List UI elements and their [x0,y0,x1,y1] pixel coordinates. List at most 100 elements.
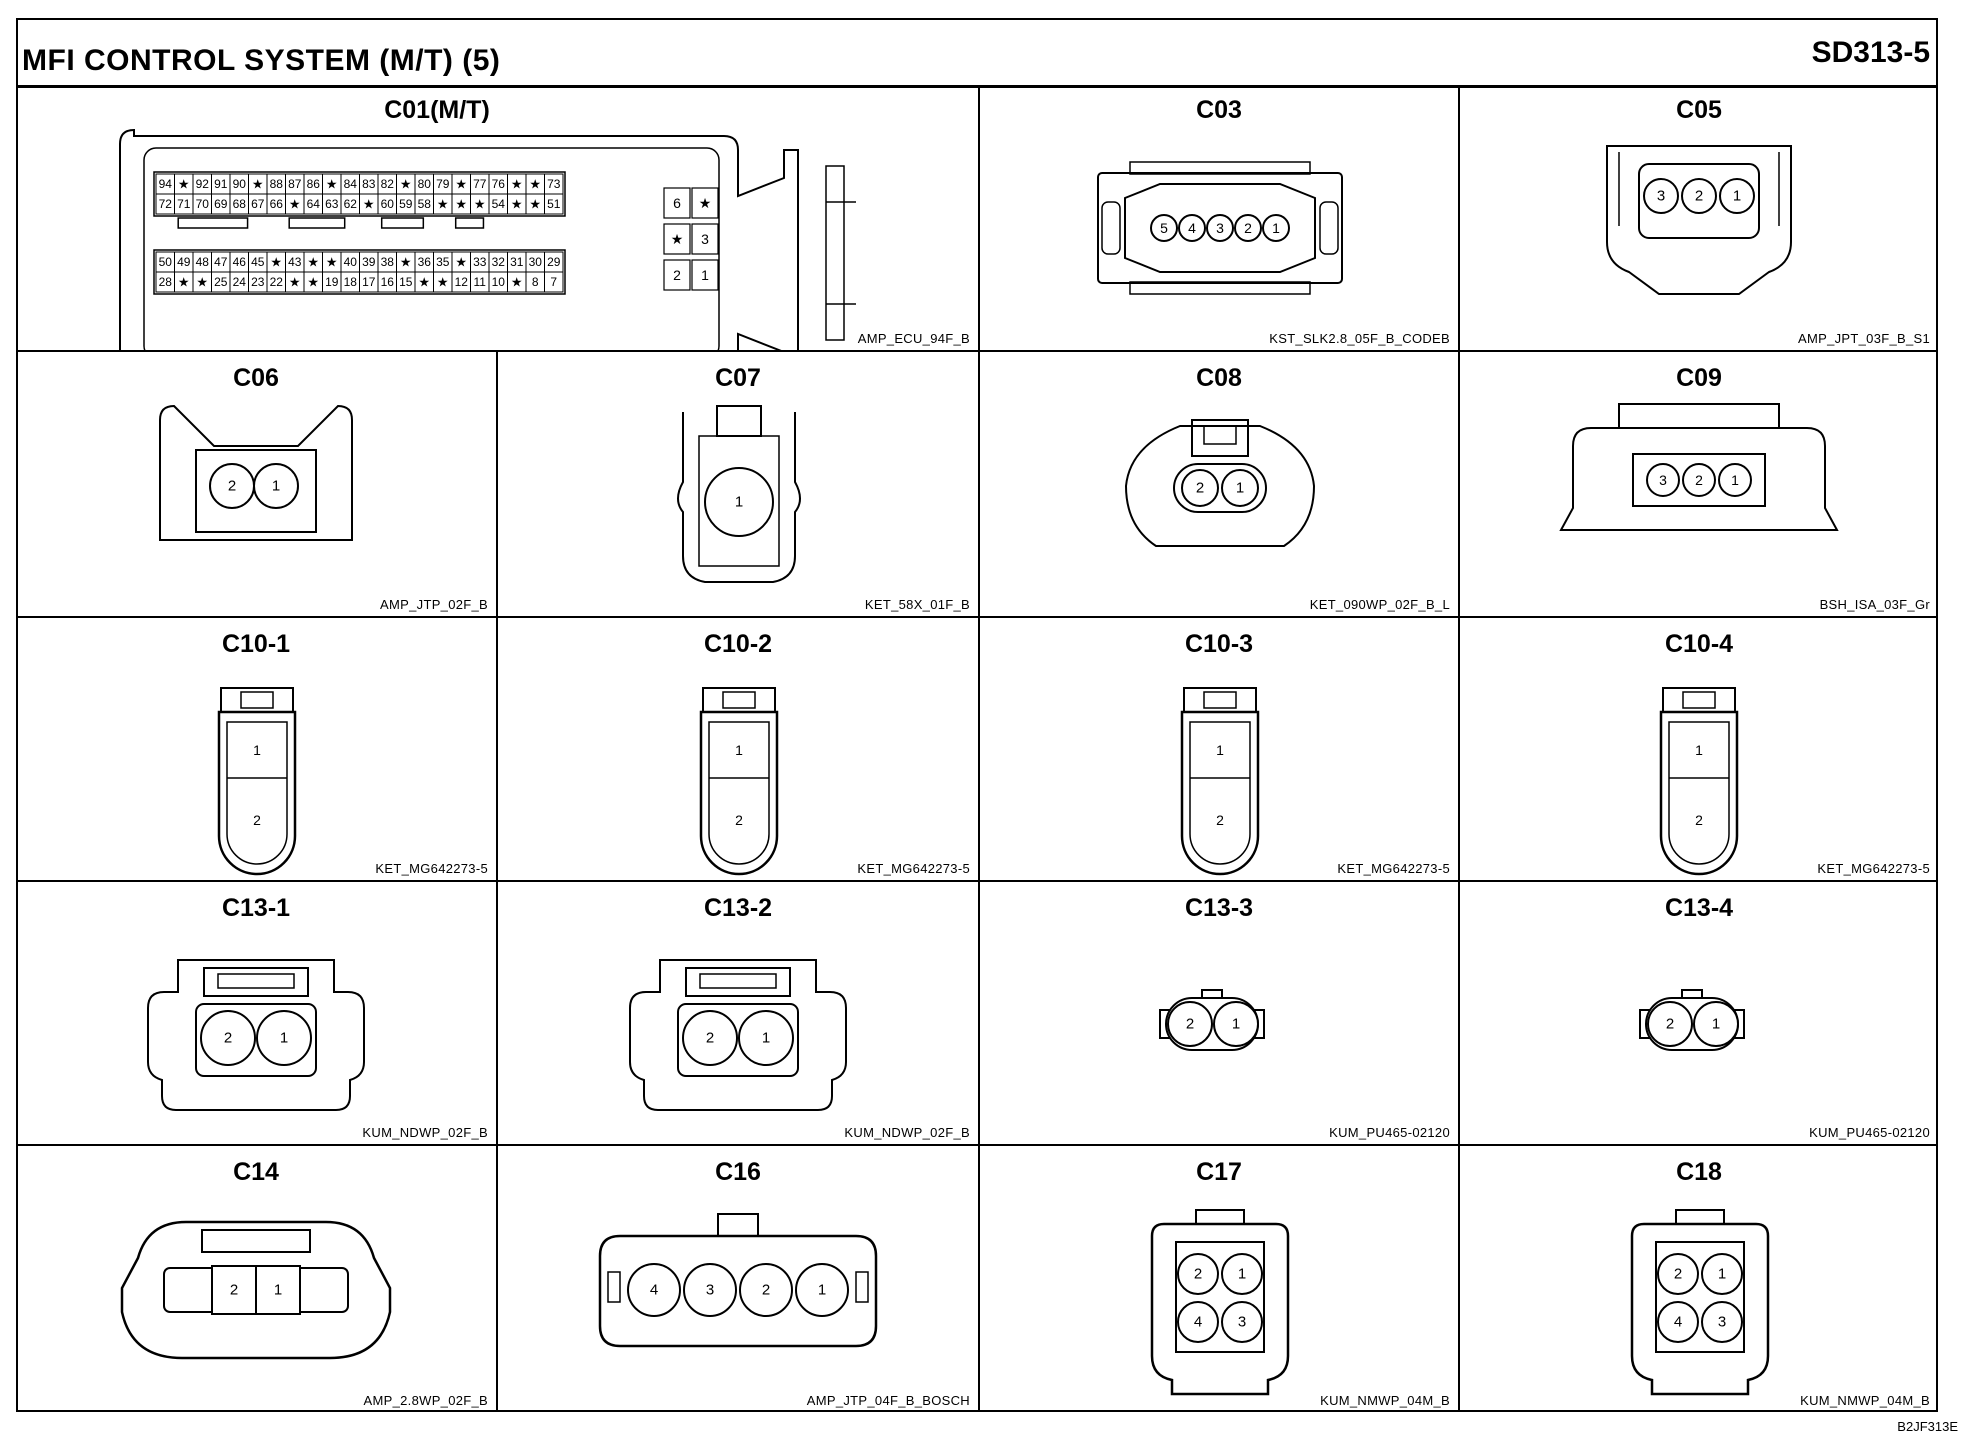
pin-block [153,171,566,217]
housing-rib [1129,281,1311,295]
pin-label: ★ [671,231,684,247]
connector-housing [159,404,353,541]
pin-label: 6 [673,195,681,211]
pin-cavity [1177,1253,1219,1295]
pin-label: 3 [701,231,709,247]
pin-label: 36 [418,255,432,269]
pin-label: ★ [270,255,282,270]
pin-label: 1 [1216,742,1224,758]
pin-label: 2 [1194,1266,1202,1283]
pin-cell [663,223,691,255]
connector-face [1632,453,1766,507]
page-code: SD313-5 [1811,36,1930,69]
pin-cavity [1646,463,1680,497]
pin-label: ★ [326,177,338,192]
pin-label: 7 [550,275,557,289]
latch-window [1682,691,1716,709]
lock-detail [217,973,295,989]
connector-part-number: KUM_NMWP_04M_B [1320,1393,1450,1408]
connector-part-number: KET_MG642273-5 [1817,861,1930,876]
connector-housing [217,710,297,876]
connector-face [1655,1241,1745,1353]
connector-id: C08 [1196,364,1242,392]
pin-label: 45 [251,255,265,269]
pin-label: 2 [673,267,681,283]
connector-face [1189,721,1251,865]
pin-label: 70 [196,197,210,211]
pin-label: ★ [196,275,208,290]
side-tab [855,1271,869,1303]
pin-label: 92 [196,177,210,191]
pin-label: 2 [1695,188,1703,205]
pin-cavity [1178,214,1206,242]
pin-cell [663,259,691,291]
top-lock [1675,1209,1725,1225]
connector-drawing: 12 [699,687,779,876]
pin-label: ★ [307,275,319,290]
pin-label: 2 [253,812,261,828]
latch-window [1203,691,1237,709]
pin-cavity [1718,463,1752,497]
pin-cavity [1643,178,1679,214]
pin-label: 67 [251,197,265,211]
pin-cavity [1167,1001,1213,1047]
ecu-inner-outline [143,147,720,352]
pin-label: 48 [196,255,210,269]
pin-cavity [1206,214,1234,242]
connector-part-number: AMP_2.8WP_02F_B [363,1393,488,1408]
pin-label: 1 [253,742,261,758]
pin-label: ★ [529,197,541,212]
connector-housing [1097,172,1343,284]
latch-window [1203,425,1237,445]
pin-cavity [1693,1001,1739,1047]
top-lock [1618,403,1780,429]
pin-cell [663,187,691,219]
pin-label: 64 [307,197,321,211]
key-slot [380,217,425,229]
connector-id: C18 [1676,1158,1722,1186]
pin-label: 29 [547,255,561,269]
pin-cavity [1719,178,1755,214]
connector-face [1668,721,1730,865]
pin-cavity [1221,1253,1263,1295]
pin-label: 69 [214,197,228,211]
pin-cell [691,187,719,219]
pin-cavity [1234,214,1262,242]
pin-cavity [200,1010,256,1066]
pin-label: 8 [532,275,539,289]
pin-label: 2 [1244,220,1252,236]
connector-housing [1559,427,1839,531]
top-lock [203,967,309,997]
connector-face [677,1003,799,1077]
pin-label: 58 [418,197,432,211]
pin-label: 4 [1194,1314,1202,1331]
pin-label: 32 [492,255,506,269]
pin-label: 1 [701,267,709,283]
pin-cavity [627,1263,681,1317]
pin-label: 23 [251,275,265,289]
pin-label: 38 [381,255,395,269]
ecu-latch [825,165,845,341]
pin-label: 76 [492,177,506,191]
pin-label: ★ [437,197,449,212]
pin-label: 4 [1188,220,1196,236]
connector-part-number: KUM_NDWP_02F_B [362,1125,488,1140]
pin-label: ★ [455,177,467,192]
pin-label: 4 [650,1282,658,1299]
connector-part-number: KST_SLK2.8_05F_B_CODEB [1269,331,1450,346]
pin-label: 28 [159,275,173,289]
top-lock [685,967,791,997]
side-tab [607,1271,621,1303]
